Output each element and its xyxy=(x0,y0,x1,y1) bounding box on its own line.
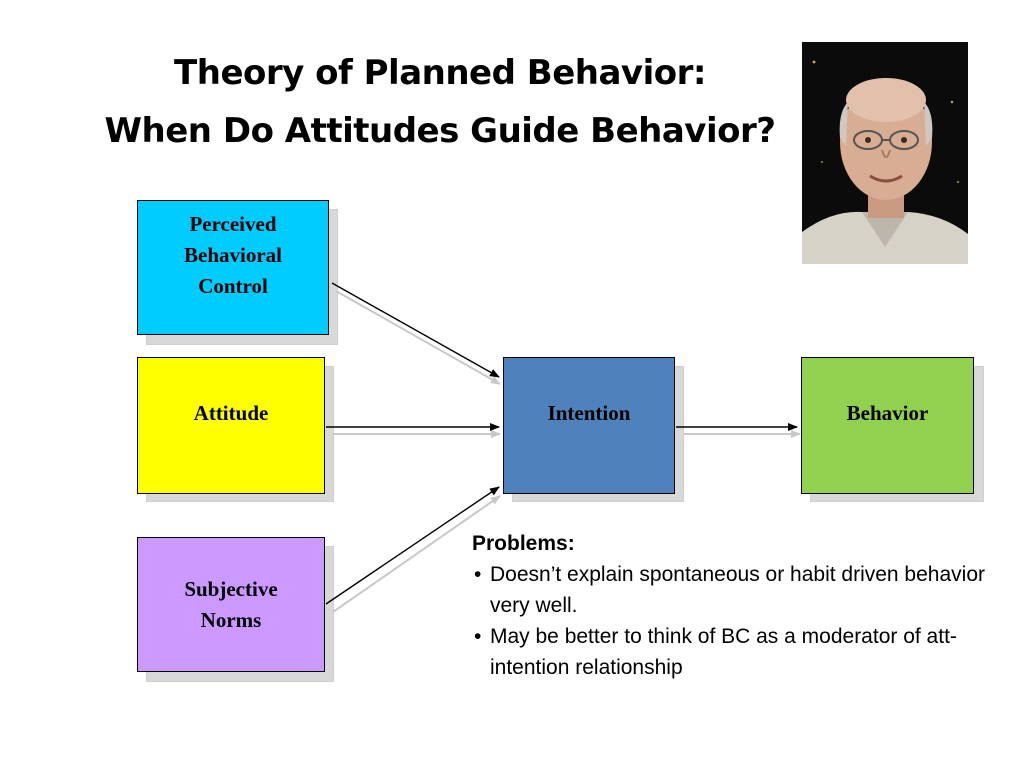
intention-box: Intention xyxy=(503,357,675,494)
slide-title: Theory of Planned Behavior: When Do Atti… xyxy=(60,44,820,160)
title-line-1: Theory of Planned Behavior: xyxy=(174,53,706,93)
perceived-behavioral-control-box: Perceived Behavioral Control xyxy=(137,200,329,335)
problem-item-2: May be better to think of BC as a modera… xyxy=(472,621,1002,683)
attitude-label: Attitude xyxy=(193,401,269,425)
problems-heading: Problems: xyxy=(472,532,575,555)
behavior-box: Behavior xyxy=(801,357,974,494)
subjective-norms-box: Subjective Norms xyxy=(137,537,325,672)
problem-item-1: Doesn’t explain spontaneous or habit dri… xyxy=(472,559,1002,621)
title-line-2: When Do Attitudes Guide Behavior? xyxy=(104,111,776,151)
norms-label: Subjective Norms xyxy=(184,576,278,632)
pbc-arrow-shadow xyxy=(335,290,501,385)
problems-list: Problems: Doesn’t explain spontaneous or… xyxy=(472,528,1002,683)
portrait-photo-icon xyxy=(802,42,968,264)
behavior-label: Behavior xyxy=(846,401,929,425)
pbc-to-intention-arrow xyxy=(331,282,500,378)
intention-label: Intention xyxy=(547,401,631,425)
attitude-box: Attitude xyxy=(137,357,325,494)
pbc-label: Perceived Behavioral Control xyxy=(184,212,282,298)
